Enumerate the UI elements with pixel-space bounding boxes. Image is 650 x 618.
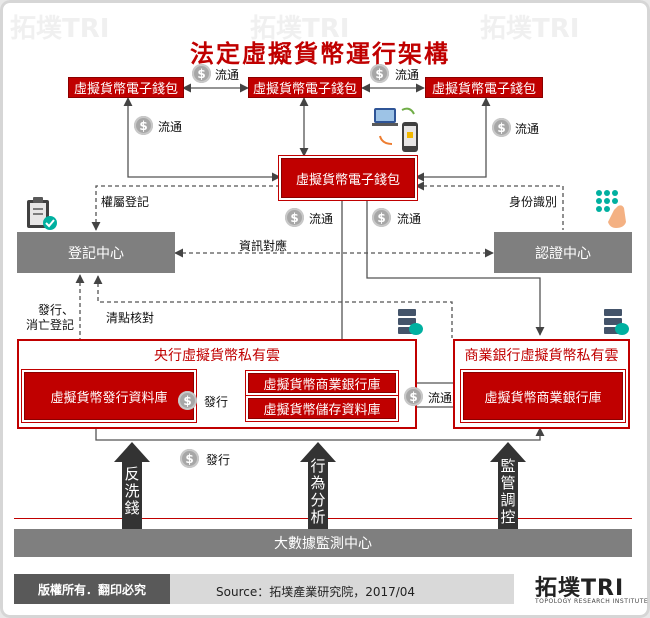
flow-label: 流通: [515, 122, 540, 136]
diagram-title: 法定虛擬貨幣運行架構: [190, 39, 450, 68]
flow-label: 流通: [309, 212, 334, 226]
flow-label: 流通: [397, 212, 422, 226]
coin-icon: $: [370, 64, 389, 83]
commercial-bank-db: 虛擬貨幣商業銀行庫: [463, 372, 623, 420]
flow-label: 流通: [428, 391, 453, 405]
wallet-top-right: 虛擬貨幣電子錢包: [425, 77, 543, 98]
coin-icon: $: [178, 391, 197, 410]
flow-label: 流通: [395, 68, 420, 82]
wallet-top-left: 虛擬貨幣電子錢包: [68, 77, 184, 98]
coin-icon: $: [192, 64, 211, 83]
flow-label: 流通: [158, 120, 183, 134]
up-arrow-icon: [490, 442, 526, 530]
coin-icon: $: [180, 449, 199, 468]
laptop-phone-sync-icon: [372, 107, 418, 152]
flow-label: 發行: [206, 453, 231, 467]
wallet-center: 虛擬貨幣電子錢包: [281, 158, 415, 198]
server-icon: [604, 309, 629, 335]
watermark: 拓墣TRI: [480, 14, 580, 44]
copyright-label: 版權所有．翻印必究: [14, 574, 170, 604]
coin-icon: $: [404, 387, 423, 406]
watermark: 拓墣TRI: [250, 14, 350, 44]
info-match-label: 資訊對應: [239, 239, 288, 253]
flow-label: 發行: [204, 395, 229, 409]
central-bank-cloud-title: 央行虛擬貨幣私有雲: [154, 348, 280, 364]
source-label: Source：拓墣產業研究院，2017/04: [216, 585, 416, 599]
commercial-bank-cloud-title: 商業銀行虛擬貨幣私有雲: [464, 348, 619, 364]
watermark: 拓墣TRI: [10, 14, 110, 44]
wallet-top-middle: 虛擬貨幣電子錢包: [248, 77, 362, 98]
behavior-analysis-label: 行為分析: [310, 457, 326, 526]
up-arrow-icon: [300, 442, 336, 530]
keypad-fingerprint-icon: [596, 190, 626, 228]
supervision-control-label: 監管調控: [500, 457, 516, 526]
issuing-database: 虛擬貨幣發行資料庫: [24, 372, 194, 420]
identity-verify-label: 身份識別: [509, 195, 558, 209]
certification-center: 認證中心: [494, 232, 632, 273]
coin-icon: $: [372, 208, 391, 227]
ownership-register-label: 權屬登記: [101, 195, 150, 209]
up-arrow-icon: [114, 442, 150, 530]
tri-logo: 拓墣TRI: [535, 576, 625, 601]
big-data-center: 大數據監測中心: [14, 529, 632, 557]
server-icon: [398, 309, 423, 335]
clear-check-label: 清點核對: [106, 311, 155, 325]
coin-icon: $: [492, 118, 511, 137]
issue-cancel-label: 發行、 消亡登記: [26, 303, 75, 332]
coin-icon: $: [285, 208, 304, 227]
central-commercial-bank-db: 虛擬貨幣商業銀行庫: [248, 373, 396, 393]
coin-icon: $: [134, 116, 153, 135]
anti-money-laundering-label: 反洗錢: [124, 465, 140, 517]
registration-center: 登記中心: [17, 232, 175, 273]
flow-label: 流通: [215, 68, 240, 82]
clipboard-check-icon: [27, 197, 57, 230]
storage-database: 虛擬貨幣儲存資料庫: [248, 398, 396, 419]
tri-logo-subtitle: TOPOLOGY RESEARCH INSTITUTE: [535, 598, 649, 605]
